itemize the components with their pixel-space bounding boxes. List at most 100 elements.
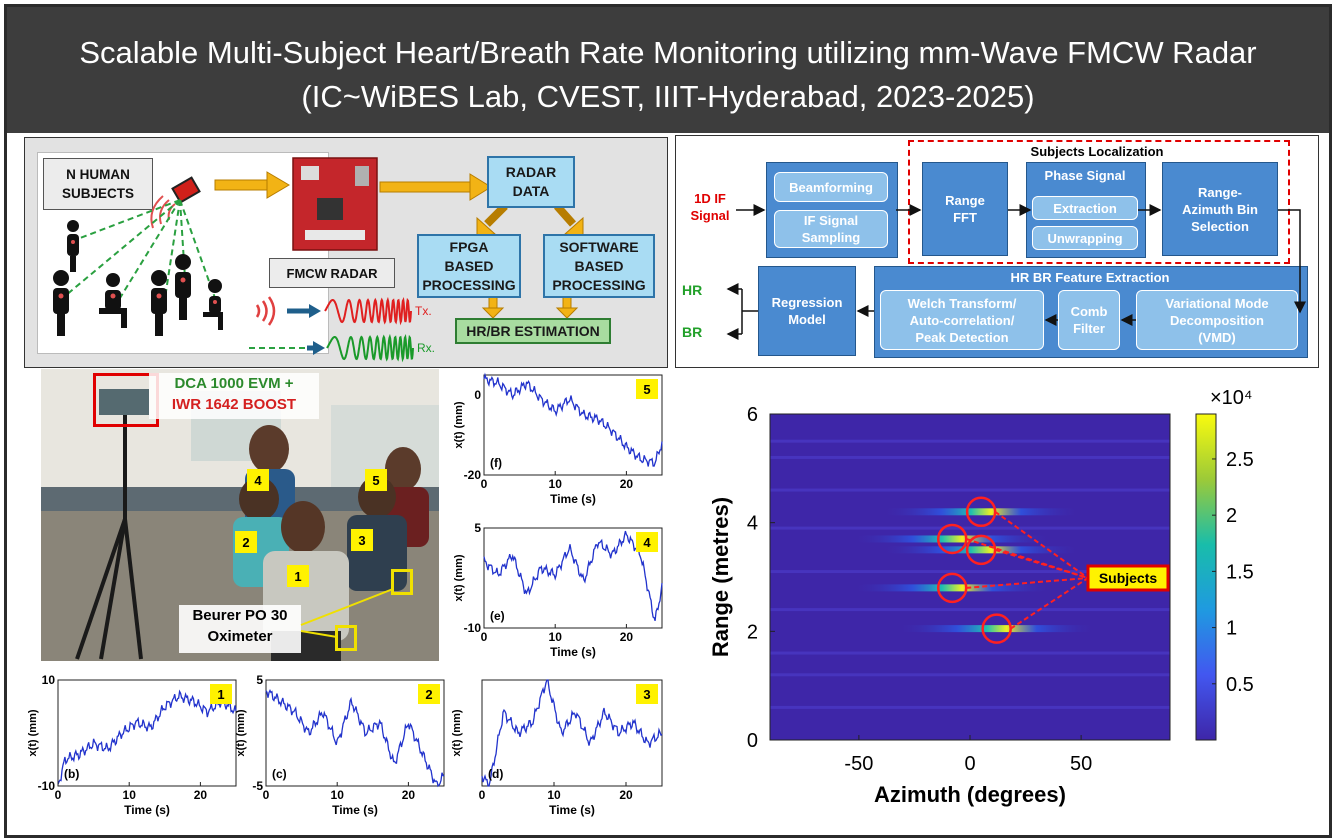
- y-tick-label: 4: [747, 513, 758, 535]
- subject-badge: [210, 684, 232, 704]
- clutter-band: [770, 608, 1170, 612]
- welch-box: Welch Transform/ Auto-correlation/ Peak …: [880, 290, 1044, 350]
- range-fft-box: Range FFT: [922, 162, 1008, 256]
- subject-badge-number: 1: [217, 687, 224, 702]
- x-tick-label: 10: [123, 788, 137, 802]
- y-tick-label: 0: [747, 730, 758, 752]
- clutter-band: [770, 705, 1170, 709]
- x-tick-label: 10: [331, 788, 345, 802]
- y-tick-label: -5: [252, 779, 263, 793]
- subject-pointer: [966, 577, 1089, 589]
- subject-pointer: [994, 548, 1089, 579]
- x-tick-label: 20: [619, 788, 633, 802]
- x-tick-label: 0: [481, 477, 488, 491]
- oximeter-label: Beurer PO 30 Oximeter: [179, 605, 301, 653]
- x-tick-label: 0: [964, 753, 975, 775]
- x-tick-label: -50: [844, 753, 873, 775]
- subject-badge: [636, 532, 658, 552]
- range-azimuth-box: Range- Azimuth Bin Selection: [1162, 162, 1278, 256]
- series-line: [483, 530, 663, 621]
- clutter-band: [770, 570, 1170, 574]
- panel-letter: (b): [64, 767, 79, 781]
- x-axis-label: Time (s): [550, 492, 596, 506]
- subject-badge-number: 3: [643, 687, 650, 702]
- plot-area: [483, 527, 663, 629]
- device-label: DCA 1000 EVM + IWR 1642 BOOST: [149, 373, 319, 419]
- y-tick-label: 6: [747, 404, 758, 426]
- x-axis-label: Azimuth (degrees): [874, 782, 1066, 807]
- clutter-band: [770, 526, 1170, 530]
- title-line-1: Scalable Multi-Subject Heart/Breath Rate…: [79, 35, 1257, 70]
- series-line: [483, 372, 663, 467]
- clutter-band: [770, 455, 1170, 459]
- photo-subject-4: 4: [247, 469, 269, 491]
- y-tick-label: 0: [474, 388, 481, 402]
- x-tick-label: 0: [55, 788, 62, 802]
- subject-badge: [636, 379, 658, 399]
- subject-reflection-band: [852, 584, 1053, 592]
- title-line-2: (IC~WiBES Lab, CVEST, IIIT-Hyderabad, 20…: [301, 79, 1035, 114]
- plot-area: [481, 679, 663, 787]
- subject-circle: [965, 534, 997, 566]
- panel-letter: (f): [490, 456, 502, 470]
- clutter-band: [770, 651, 1170, 655]
- software-processing-box: SOFTWARE BASED PROCESSING: [543, 234, 655, 298]
- x-tick-label: 0: [263, 788, 270, 802]
- y-tick-label: -20: [464, 468, 482, 482]
- radar-data-box: RADAR DATA: [487, 156, 575, 208]
- subject-badge: [636, 684, 658, 704]
- y-axis-label: x(t) (mm): [235, 709, 247, 756]
- radar-label: FMCW RADAR: [269, 258, 395, 288]
- clutter-band: [770, 673, 1170, 677]
- extraction-box: Extraction: [1032, 196, 1138, 220]
- system-overview-graphic: [53, 157, 584, 363]
- colorbar-tick-label: 0.5: [1226, 674, 1254, 696]
- radar-beams: [64, 199, 216, 299]
- series-line: [57, 689, 237, 785]
- y-axis-label: Range (metres): [708, 497, 733, 657]
- x-tick-label: 0: [479, 788, 486, 802]
- colorbar-tick-label: 2: [1226, 505, 1237, 527]
- subject-badge: [418, 684, 440, 704]
- hr-output-label: HR: [682, 282, 703, 298]
- y-tick-label: 5: [474, 522, 481, 535]
- y-tick-label: -10: [38, 779, 56, 793]
- plot-area: [483, 374, 663, 476]
- series-line: [265, 688, 445, 788]
- subject-circle: [936, 572, 968, 604]
- localization-dashed-frame: [908, 140, 1290, 264]
- oximeter-marker-2: [335, 625, 357, 651]
- input-signal-label: 1D IF Signal: [690, 191, 730, 223]
- subject-reflection-band: [881, 508, 1082, 516]
- x-tick-label: 10: [549, 630, 563, 644]
- radar-sensor-icon: [150, 176, 201, 229]
- x-tick-label: 20: [620, 630, 634, 644]
- subject-circle: [965, 496, 997, 528]
- human-subject-icons: [53, 220, 223, 336]
- subject-circle: [936, 523, 968, 555]
- tripod-icon: [75, 409, 143, 660]
- localization-title: Subjects Localization: [1030, 144, 1164, 159]
- tx-rx-waves: [249, 296, 414, 363]
- subject-pointer: [994, 510, 1089, 579]
- x-axis-label: Time (s): [332, 803, 378, 817]
- subject-reflection-band: [881, 546, 1082, 554]
- comb-filter-box: Comb Filter: [1058, 290, 1120, 350]
- subject-badge-number: 5: [643, 382, 650, 397]
- x-axis-label: Time (s): [550, 645, 596, 659]
- subject-badge-number: 4: [643, 535, 651, 550]
- panel-letter: (c): [272, 767, 287, 781]
- panel-letter: (e): [490, 609, 505, 623]
- unwrapping-box: Unwrapping: [1032, 226, 1138, 250]
- subject-reflection-band: [852, 535, 1053, 543]
- pipeline-arrows: [726, 204, 1306, 340]
- fpga-processing-box: FPGA BASED PROCESSING: [417, 234, 521, 298]
